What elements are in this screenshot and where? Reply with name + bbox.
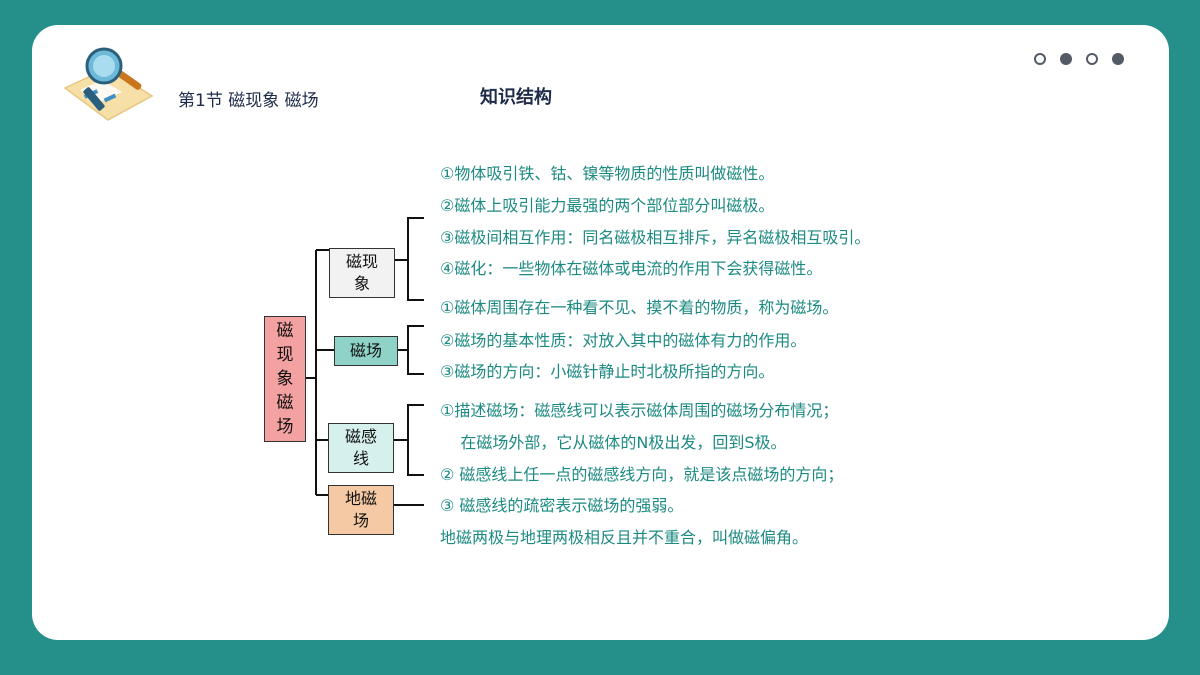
magnifier-document-icon [63,47,154,121]
page-dot-1[interactable] [1034,53,1046,65]
list-item: ③磁场的方向：小磁针静止时北极所指的方向。 [440,362,775,381]
branch1-bracket [395,217,424,301]
page-dot-2[interactable] [1060,53,1072,65]
root-connector [306,249,334,496]
list-item: 地磁两极与地理两极相反且并不重合，叫做磁偏角。 [440,528,809,547]
page-dot-3[interactable] [1086,53,1098,65]
branch-node-geomagnetic-field: 地磁场 [328,485,394,535]
list-item: ②磁体上吸引能力最强的两个部位部分叫磁极。 [440,196,775,215]
branch-label: 地磁场 [344,489,377,530]
list-item: ③ 磁感线的疏密表示磁场的强弱。 [440,496,684,515]
branch-node-magnetic-phenomenon: 磁现象 [329,248,395,298]
list-item: ①描述磁场：磁感线可以表示磁体周围的磁场分布情况； [440,401,839,420]
branch-node-magnetic-field: 磁场 [334,336,398,366]
list-item: ②磁场的基本性质：对放入其中的磁体有力的作用。 [440,331,807,350]
slide-card [32,25,1169,640]
branch-label: 磁现象 [345,252,378,293]
list-item: ①磁体周围存在一种看不见、摸不着的物质，称为磁场。 [440,298,839,317]
branch3-bracket [394,404,424,476]
root-node: 磁现象 磁场 [264,316,306,442]
section-title: 第1节 磁现象 磁场 [178,91,319,111]
page-dot-4[interactable] [1112,53,1124,65]
list-item: 在磁场外部，它从磁体的N极出发，回到S极。 [440,433,787,452]
branch2-bracket [398,325,424,375]
list-item: ④磁化：一些物体在磁体或电流的作用下会获得磁性。 [440,259,823,278]
page-title: 知识结构 [480,87,552,108]
list-item: ①物体吸引铁、钴、镍等物质的性质叫做磁性。 [440,164,775,183]
branch-node-field-lines: 磁感线 [328,423,394,473]
branch-label: 磁场 [349,341,382,360]
list-item: ③磁极间相互作用：同名磁极相互排斥，异名磁极相互吸引。 [440,228,871,247]
branch-label: 磁感线 [344,427,377,468]
list-item: ② 磁感线上任一点的磁感线方向，就是该点磁场的方向； [440,465,844,484]
